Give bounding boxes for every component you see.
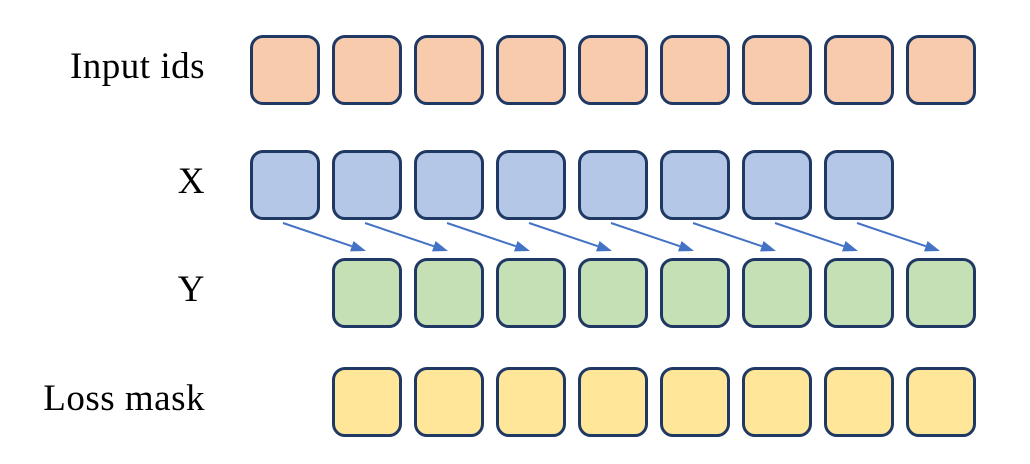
- shift-arrow-7: [856, 222, 940, 252]
- cell-loss-mask-4: [660, 367, 730, 437]
- cell-input-ids-3: [496, 35, 566, 105]
- cell-input-ids-0: [250, 35, 320, 105]
- cell-x-6: [742, 150, 812, 220]
- cell-loss-mask-6: [824, 367, 894, 437]
- cell-x-1: [332, 150, 402, 220]
- row-label-loss-mask: Loss mask: [43, 378, 205, 419]
- cell-input-ids-4: [578, 35, 648, 105]
- row-label-input-ids: Input ids: [69, 46, 205, 87]
- shift-arrow-0: [282, 222, 366, 252]
- shift-arrow-3: [528, 222, 612, 252]
- cell-input-ids-1: [332, 35, 402, 105]
- cell-input-ids-8: [906, 35, 976, 105]
- cell-loss-mask-7: [906, 367, 976, 437]
- shift-arrow-6: [774, 222, 858, 252]
- cell-y-4: [660, 258, 730, 328]
- cell-loss-mask-2: [496, 367, 566, 437]
- shift-arrow-4: [610, 222, 694, 252]
- shift-arrow-5: [692, 222, 776, 252]
- cell-y-5: [742, 258, 812, 328]
- cell-input-ids-5: [660, 35, 730, 105]
- cell-y-2: [496, 258, 566, 328]
- cell-x-7: [824, 150, 894, 220]
- cell-loss-mask-3: [578, 367, 648, 437]
- shift-arrow-2: [446, 222, 530, 252]
- cell-x-0: [250, 150, 320, 220]
- cell-x-3: [496, 150, 566, 220]
- cell-loss-mask-5: [742, 367, 812, 437]
- cell-x-5: [660, 150, 730, 220]
- row-label-y: Y: [177, 269, 205, 310]
- row-label-x: X: [177, 161, 205, 202]
- cell-y-1: [414, 258, 484, 328]
- cell-y-7: [906, 258, 976, 328]
- cell-loss-mask-0: [332, 367, 402, 437]
- cell-y-3: [578, 258, 648, 328]
- cell-y-6: [824, 258, 894, 328]
- shift-arrow-1: [364, 222, 448, 252]
- cell-x-4: [578, 150, 648, 220]
- cell-input-ids-7: [824, 35, 894, 105]
- cell-x-2: [414, 150, 484, 220]
- cell-loss-mask-1: [414, 367, 484, 437]
- cell-y-0: [332, 258, 402, 328]
- cell-input-ids-2: [414, 35, 484, 105]
- cell-input-ids-6: [742, 35, 812, 105]
